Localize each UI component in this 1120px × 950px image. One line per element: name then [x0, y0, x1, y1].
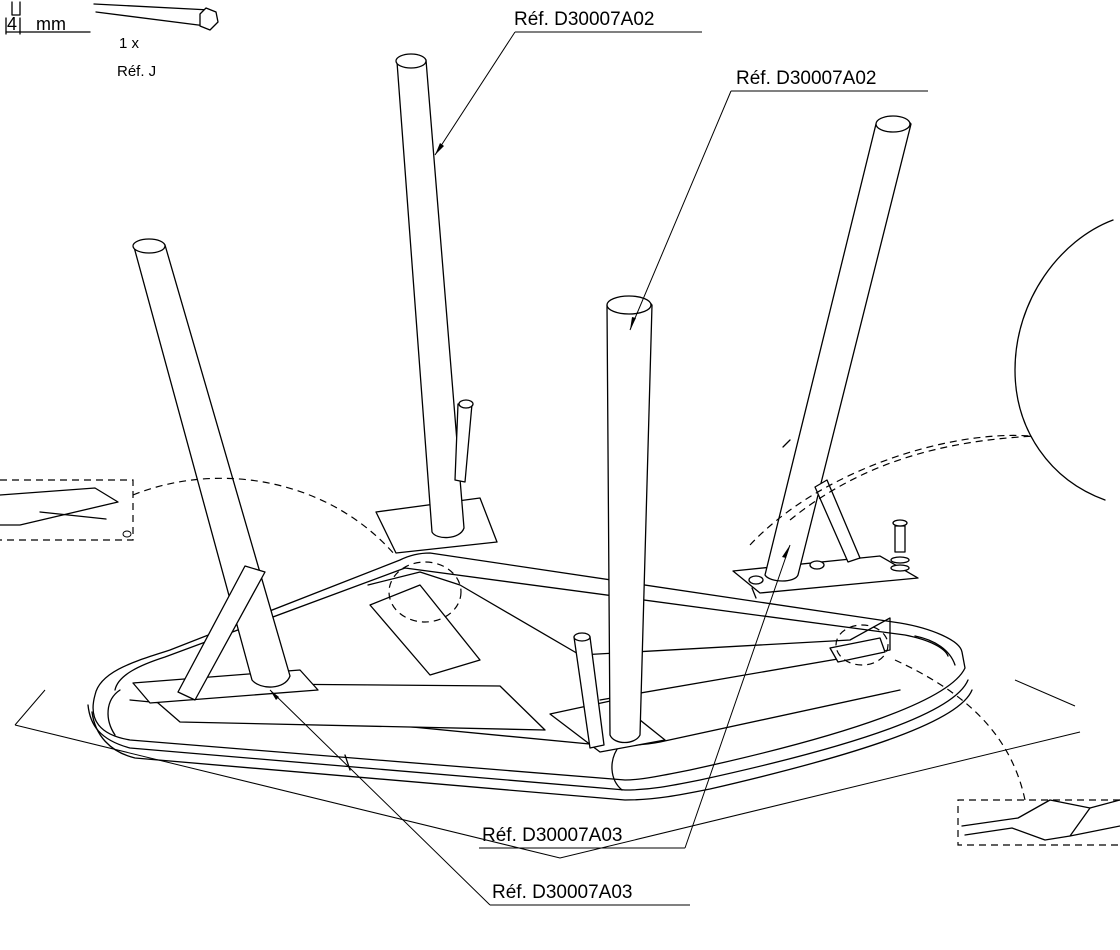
detail-inset-left: [0, 479, 134, 541]
leader-lines: [269, 31, 928, 906]
leg-right: [732, 115, 919, 599]
detail-inset-right: [957, 799, 1120, 846]
leg-back: [375, 53, 498, 554]
hex-key-tool: [5, 1, 219, 35]
ref-label-rail-mid: Réf. D30007A03: [482, 825, 623, 846]
ref-label-rail-bottom: Réf. D30007A03: [492, 882, 633, 903]
leg-front: [573, 295, 653, 749]
hex-key-size: 4: [7, 14, 17, 34]
hex-key-quantity: 1 x: [119, 35, 140, 52]
hex-key-ref: Réf. J: [117, 63, 156, 80]
detail-callouts: [132, 219, 1114, 801]
leg-left: [132, 238, 319, 704]
hex-key-unit: mm: [36, 14, 66, 34]
floor-plane: [14, 679, 1081, 859]
ref-label-leg-right: Réf. D30007A02: [736, 68, 877, 89]
ref-label-leg-back: Réf. D30007A02: [514, 9, 655, 30]
